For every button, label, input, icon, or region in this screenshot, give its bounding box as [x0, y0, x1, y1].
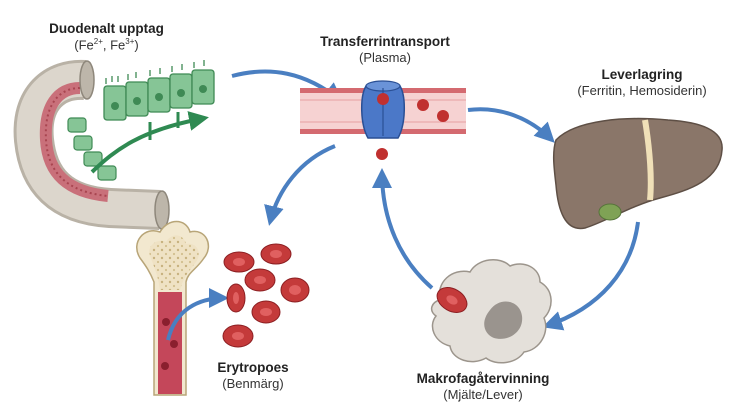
- liver-storage-title: Leverlagring: [601, 67, 683, 82]
- duodenum-icon: [13, 59, 170, 230]
- label-transferrin-transport: Transferrintransport (Plasma): [296, 34, 474, 65]
- arrow-to-storage: [467, 107, 555, 143]
- erythropoiesis-title: Erytropoes: [217, 360, 289, 375]
- transferrin-transport-title: Transferrintransport: [320, 34, 450, 49]
- liver-storage-subtitle: (Ferritin, Hemosiderin): [577, 82, 707, 98]
- arrow-marrow-release: [166, 288, 229, 341]
- enterocyte-icon: [67, 60, 215, 181]
- label-duodenal-uptake: Duodenalt upptag (Fe2+, Fe3+): [24, 21, 189, 53]
- red-blood-cells-icon: [222, 243, 310, 348]
- arrow-liver-to-macrophage: [542, 221, 640, 331]
- arrow-recycling: [372, 168, 434, 290]
- label-macrophage-recycling: Makrofagåtervinning (Mjälte/Lever): [388, 371, 578, 402]
- macrophage-recycling-subtitle: (Mjälte/Lever): [443, 386, 523, 402]
- transferrin-icon: [361, 80, 405, 160]
- bone-icon: [136, 220, 210, 396]
- liver-icon: [552, 117, 723, 230]
- label-erythropoiesis: Erytropoes (Benmärg): [198, 360, 308, 391]
- macrophage-recycling-title: Makrofagåtervinning: [416, 371, 550, 386]
- duodenal-uptake-title: Duodenalt upptag: [49, 21, 164, 36]
- macrophage-icon: [430, 259, 552, 364]
- transferrin-transport-subtitle: (Plasma): [358, 49, 411, 65]
- label-liver-storage: Leverlagring (Ferritin, Hemosiderin): [552, 67, 732, 98]
- erythropoiesis-subtitle: (Benmärg): [222, 375, 284, 391]
- duodenal-uptake-subtitle: (Fe2+, Fe3+): [74, 36, 139, 53]
- arrow-to-erythropoiesis: [264, 144, 336, 226]
